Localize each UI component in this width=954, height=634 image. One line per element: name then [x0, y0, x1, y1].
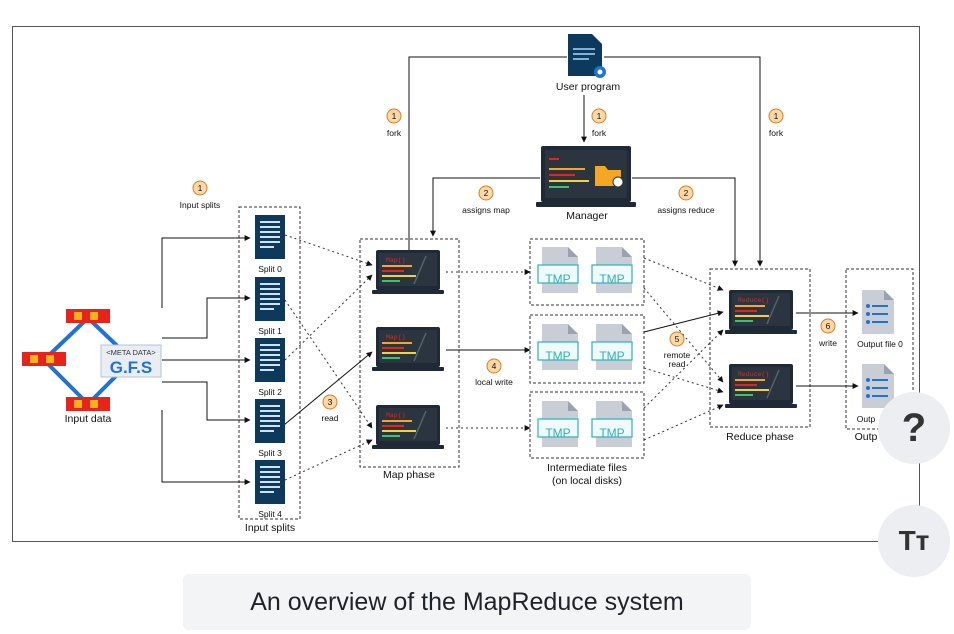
- user-program-icon: [568, 34, 606, 78]
- step-num-fork-right: 1: [774, 111, 779, 121]
- tmp-label: TMP: [599, 272, 624, 286]
- gfs-text: G.F.S: [110, 358, 153, 377]
- tmp-file-icon: [591, 400, 633, 448]
- map-fn-2: Map(): [386, 334, 406, 341]
- input-splits-label: Input splits: [244, 522, 296, 534]
- step-num-assigns-reduce: 2: [684, 188, 689, 198]
- tmp-label: TMP: [599, 426, 624, 440]
- input-data-icon: [22, 309, 162, 411]
- diagram-frame: [12, 26, 920, 542]
- fork-center-label: fork: [591, 128, 607, 138]
- step-num-input-splits: 1: [198, 183, 203, 193]
- reduce-phase-label: Reduce phase: [726, 431, 794, 443]
- split-1-label: Split 1: [258, 326, 282, 336]
- split-4-icon: [255, 460, 285, 504]
- output-file-0-icon: [862, 290, 894, 334]
- intermediate-files-label: Intermediate files: [547, 462, 627, 474]
- output-file-0-label: Output file 0: [857, 339, 903, 349]
- on-local-disks-label: (on local disks): [551, 475, 623, 487]
- fork-right-label: fork: [768, 128, 784, 138]
- fork-lines: [406, 56, 763, 267]
- split-3-label: Split 3: [258, 448, 282, 458]
- tmp-label: TMP: [545, 272, 570, 286]
- input-data-label: Input data: [64, 413, 112, 425]
- split-0-label: Split 0: [258, 264, 282, 274]
- local-write-label: local write: [475, 377, 513, 387]
- input-splits-step-label: Input splits: [179, 200, 221, 210]
- output-file-1-label: Outp: [856, 414, 876, 424]
- split-2-label: Split 2: [258, 387, 282, 397]
- read-label: read: [321, 413, 339, 423]
- tmp-file-icon: [537, 323, 579, 371]
- map-worker-1-icon: [371, 249, 445, 295]
- figure-caption: An overview of the MapReduce system: [183, 574, 751, 630]
- step-num-fork-center: 1: [597, 111, 602, 121]
- map-fn-3: Map(): [386, 412, 406, 419]
- input-arrows: [161, 235, 251, 485]
- map-phase-label: Map phase: [383, 469, 435, 481]
- split-4-label: Split 4: [258, 509, 282, 519]
- tmp-file-icon: [537, 246, 579, 294]
- step-num-write: 6: [826, 321, 831, 331]
- solid-flow-arrows: [283, 310, 859, 426]
- tmp-file-icon: [591, 246, 633, 294]
- step-num-read: 3: [328, 397, 333, 407]
- reduce-fn-2: Reduce(): [738, 371, 769, 378]
- manager-label: Manager: [566, 210, 608, 222]
- split-3-icon: [255, 399, 285, 443]
- assigns-map-label: assigns map: [462, 205, 510, 215]
- remote-read-label: read: [668, 359, 686, 369]
- output-partial-label: Outp: [854, 431, 878, 443]
- step-num-remote-read: 5: [675, 334, 680, 344]
- tmp-label: TMP: [599, 349, 624, 363]
- tmp-label: TMP: [545, 426, 570, 440]
- map-worker-3-icon: [371, 404, 445, 450]
- text-size-button[interactable]: Tт: [878, 505, 950, 577]
- assigns-reduce-label: assigns reduce: [657, 205, 715, 215]
- remote-label: remote: [663, 350, 691, 360]
- help-button[interactable]: ?: [878, 392, 950, 464]
- reduce-fn-1: Reduce(): [738, 297, 769, 304]
- gfs-meta-text: <META DATA>: [106, 348, 156, 357]
- input-splits-group: [238, 206, 301, 520]
- step-num-assigns-map: 2: [484, 188, 489, 198]
- reduce-phase-group: [709, 268, 811, 428]
- fork-left-label: fork: [386, 128, 402, 138]
- step-badges: [192, 108, 836, 410]
- tmp-file-icon: [537, 400, 579, 448]
- tmp-label: TMP: [545, 349, 570, 363]
- step-num-local-write: 4: [492, 361, 497, 371]
- tmp-file-icon: [591, 323, 633, 371]
- write-label: write: [819, 338, 837, 348]
- user-program-label: User program: [555, 81, 621, 93]
- step-num-fork-left: 1: [392, 111, 397, 121]
- map-fn-1: Map(): [386, 257, 406, 264]
- map-worker-2-icon: [371, 326, 445, 372]
- split-1-icon: [255, 277, 285, 321]
- split-0-icon: [255, 215, 285, 259]
- map-phase-group: [359, 238, 460, 468]
- dotted-flow-arrows: [284, 234, 724, 481]
- split-2-icon: [255, 338, 285, 382]
- manager-icon: [536, 146, 636, 207]
